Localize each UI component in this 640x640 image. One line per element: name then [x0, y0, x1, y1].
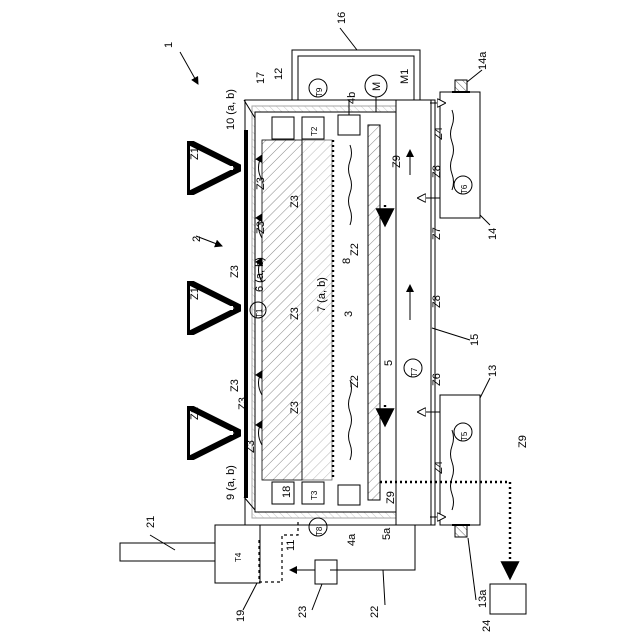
label-1: 1 [163, 42, 175, 48]
label-4b: 4b [346, 92, 358, 104]
bracket-13a [455, 525, 467, 537]
label-z3-b: Z3 [255, 221, 267, 234]
bracket-14a [455, 80, 467, 92]
label-z3-d: Z3 [229, 379, 241, 392]
label-11: 11 [285, 540, 297, 551]
label-23: 23 [297, 606, 309, 618]
label-z3-g: Z3 [289, 307, 301, 320]
sensor-t2: T2 [310, 126, 319, 136]
label-z3-i: Z3 [237, 397, 249, 410]
label-2: 2 [191, 236, 203, 242]
label-12: 12 [273, 68, 285, 80]
label-z4-bottom: Z4 [433, 461, 445, 474]
label-z2-bottom: Z2 [349, 375, 361, 388]
z1-arrows [212, 168, 235, 433]
label-z3-c: Z3 [229, 265, 241, 278]
label-16: 16 [336, 12, 348, 24]
label-3: 3 [343, 311, 355, 317]
label-6: 6 (a, b) [254, 257, 266, 292]
sensor-t1: T1 [255, 308, 264, 318]
label-19: 19 [235, 610, 247, 622]
label-z7: Z7 [431, 227, 443, 240]
sensor-t3: T3 [310, 490, 319, 500]
label-5a: 5a [381, 527, 393, 540]
label-21: 21 [145, 516, 157, 528]
label-13a: 13a [477, 589, 489, 608]
sensor-t8: T8 [315, 526, 324, 536]
label-z9-top: Z9 [391, 155, 403, 168]
label-z3-f: Z3 [289, 195, 301, 208]
label-z3-e: Z3 [245, 440, 257, 453]
label-z9-bottom: Z9 [385, 491, 397, 504]
label-10: 10 (a, b) [225, 89, 237, 130]
label-z8-mid: Z8 [431, 295, 443, 308]
label-m1: M1 [399, 69, 411, 84]
label-z3-h: Z3 [289, 401, 301, 414]
label-z2-top: Z2 [349, 243, 361, 256]
label-z1-top: Z1 [189, 147, 201, 160]
box-23 [315, 560, 337, 584]
label-m: M [371, 82, 383, 91]
label-z6: Z6 [431, 373, 443, 386]
sensor-t5: T5 [460, 431, 469, 441]
line-22 [330, 525, 415, 570]
label-14: 14 [487, 228, 499, 240]
label-8: 8 [341, 258, 353, 264]
element-z4-bottom [451, 430, 454, 510]
label-15: 15 [469, 334, 481, 346]
label-4a: 4a [346, 533, 358, 546]
label-z1-bottom: Z1 [189, 407, 201, 420]
label-5: 5 [383, 360, 395, 366]
label-7: 7 (a, b) [316, 277, 328, 312]
sensor-t9: T9 [315, 87, 324, 97]
label-z4-top: Z4 [433, 127, 445, 140]
sensor-t6: T6 [460, 184, 469, 194]
chamber-14 [440, 92, 480, 218]
label-z9-right: Z9 [517, 435, 529, 448]
label-z3-a: Z3 [255, 177, 267, 190]
label-24: 24 [481, 620, 493, 632]
label-14a: 14a [477, 51, 489, 70]
label-z8-top: Z8 [431, 165, 443, 178]
box-24 [490, 584, 526, 614]
plate-5 [368, 125, 380, 500]
label-9: 9 (a, b) [225, 465, 237, 500]
label-22: 22 [369, 606, 381, 618]
element-z4-top [451, 110, 454, 190]
sensor-t4: T4 [234, 552, 243, 562]
chamber-13 [440, 395, 480, 525]
sensor-t7: T7 [410, 367, 419, 377]
label-13: 13 [487, 365, 499, 377]
label-18: 18 [281, 486, 293, 498]
label-z1-mid: Z1 [189, 287, 201, 300]
label-17: 17 [255, 72, 267, 84]
